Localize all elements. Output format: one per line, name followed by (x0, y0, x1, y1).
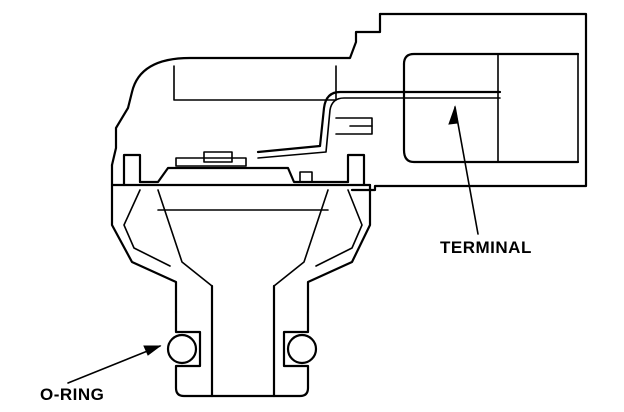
housing-outline (110, 12, 588, 192)
connector-socket (402, 52, 580, 164)
o-ring-label: O-RING (40, 385, 105, 404)
o-ring (166, 333, 318, 365)
oring-leader-arrow (67, 345, 162, 384)
lower-body (110, 163, 372, 314)
internal-cavity (122, 151, 366, 187)
terminal-leader-arrow (448, 105, 479, 235)
terminal-pin (256, 90, 502, 159)
sensor-stem (174, 284, 310, 398)
terminal-label: TERMINAL (440, 238, 532, 257)
